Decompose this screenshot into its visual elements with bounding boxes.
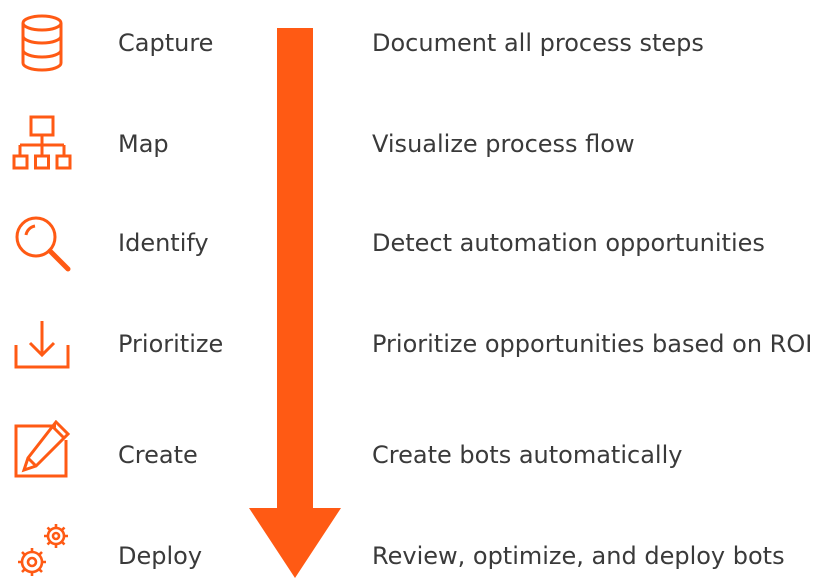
step-label-identify: Identify [118, 229, 209, 257]
step-label-capture: Capture [118, 29, 214, 57]
gears-icon [12, 520, 72, 580]
step-description-create: Create bots automatically [372, 441, 683, 469]
edit-icon [12, 420, 72, 480]
step-label-create: Create [118, 441, 198, 469]
download-icon [12, 313, 72, 373]
database-icon [12, 13, 72, 73]
step-description-prioritize: Prioritize opportunities based on ROI [372, 330, 813, 358]
magnifier-icon [12, 213, 72, 273]
step-description-capture: Document all process steps [372, 29, 704, 57]
step-description-deploy: Review, optimize, and deploy bots [372, 542, 785, 570]
step-description-map: Visualize process flow [372, 130, 635, 158]
step-label-map: Map [118, 130, 169, 158]
step-label-deploy: Deploy [118, 542, 203, 570]
org-chart-icon [12, 114, 72, 174]
step-description-identify: Detect automation opportunities [372, 229, 765, 257]
process-flow-arrow [249, 28, 341, 578]
step-label-prioritize: Prioritize [118, 330, 224, 358]
